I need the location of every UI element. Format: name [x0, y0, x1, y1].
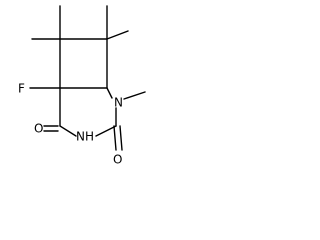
methyl-bond-c3-b [106, 30, 129, 40]
fluorine-label: F [18, 82, 25, 96]
nh-group-label: NH [76, 130, 94, 144]
n-methyl-bond [123, 91, 146, 100]
pyrimidinedione-ring [59, 87, 117, 137]
bond-carbonyl-left-nh [59, 125, 77, 137]
bond-nh-carbonyl-right [95, 125, 117, 137]
cyclobutane-ring [59, 38, 108, 89]
chemical-structure: F N O NH O [18, 5, 146, 167]
bond-n-c4 [106, 87, 113, 99]
right-carbonyl-oxygen-label: O [113, 153, 122, 167]
left-carbonyl-oxygen-label: O [34, 122, 43, 136]
carbonyl-right [113, 125, 123, 151]
carbonyl-left [43, 125, 59, 132]
n-methyl-nitrogen-label: N [114, 96, 123, 110]
methyl-groups [31, 5, 129, 40]
